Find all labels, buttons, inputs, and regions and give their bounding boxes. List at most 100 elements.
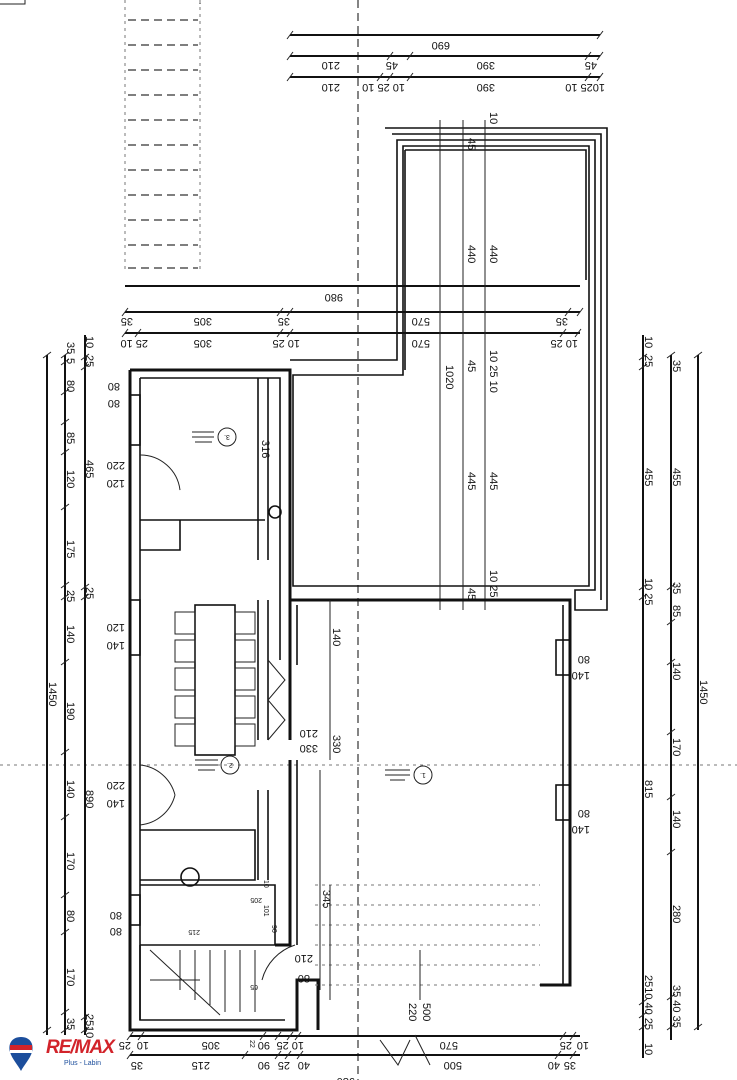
dim-label: 85 xyxy=(670,605,682,617)
dim-label: 10 xyxy=(262,880,269,888)
dim-label: 140 xyxy=(330,628,342,646)
dim-label: 455 xyxy=(642,468,654,486)
dim-label: 215 xyxy=(188,928,200,935)
dim-label: 500 xyxy=(420,1003,432,1021)
dim-label: 305 xyxy=(194,337,212,349)
dim-label: 25 xyxy=(83,355,95,367)
dim-label: 1025 10 xyxy=(565,81,605,93)
dim-label: 220 xyxy=(406,1003,418,1021)
left-dimension-chains xyxy=(42,335,90,1035)
dim-label: 220 xyxy=(107,459,125,471)
dim-label: 445 xyxy=(465,472,477,490)
dim-label: 80 xyxy=(578,653,590,665)
dim-label: 570 xyxy=(412,315,430,327)
dim-label: 45 xyxy=(386,59,398,71)
dim-label: 35 xyxy=(64,342,76,354)
dim-label: 35 xyxy=(670,360,682,372)
dim-label: 190 xyxy=(64,702,76,720)
dim-label: 10 25 xyxy=(550,337,578,349)
dim-label: 465 xyxy=(83,460,95,478)
dim-label: 120 xyxy=(107,621,125,633)
room-number: 3. xyxy=(224,433,230,440)
frame-corner xyxy=(0,0,26,5)
dim-right-total: 1450 xyxy=(697,680,709,704)
mid-dimension-chains xyxy=(121,285,584,338)
dim-label: 570 xyxy=(412,337,430,349)
dim-top-total: 690 xyxy=(432,39,450,51)
dim-label: 120 xyxy=(64,470,76,488)
dim-label: 80 xyxy=(64,380,76,392)
dim-label: 215 xyxy=(192,1059,210,1071)
dim-label: 316 xyxy=(259,440,271,458)
north-arrow xyxy=(379,1034,431,1066)
dim-label: 25 xyxy=(64,590,76,602)
window xyxy=(555,784,571,821)
dim-label: 140 xyxy=(670,662,682,680)
dim-label: 815 xyxy=(642,780,654,798)
dim-label: 10 xyxy=(577,1039,589,1051)
dim-label: 45 xyxy=(585,59,597,71)
dim-label: 80 xyxy=(108,397,120,409)
appliance xyxy=(180,867,200,887)
dim-label: 440 xyxy=(465,245,477,263)
window xyxy=(555,639,571,676)
room-number: 1. xyxy=(420,771,426,778)
dim-label: 305 xyxy=(202,1039,220,1051)
dim-label: 35 xyxy=(121,315,133,327)
dim-label: 35 xyxy=(278,315,290,327)
folding-door xyxy=(267,659,286,741)
dim-label: 170 xyxy=(64,852,76,870)
dim-label: 35 xyxy=(556,315,568,327)
upper-structure-walls xyxy=(290,127,608,611)
pool-dim-lines xyxy=(439,120,486,610)
dim-label: 120 xyxy=(107,477,125,489)
dim-label: 25 xyxy=(278,1059,290,1071)
dim-label: 890 xyxy=(83,790,95,808)
dim-label: 10 25 xyxy=(642,578,654,606)
dim-label: 35 xyxy=(64,1018,76,1030)
dim-bottom-total: 980 xyxy=(337,1075,355,1080)
dim-label: 90 xyxy=(258,1039,270,1051)
dim-label: 25 xyxy=(560,1039,572,1051)
remax-logo: RE/MAX Plus - Labin xyxy=(6,1035,115,1075)
dim-label: 10 25 xyxy=(272,337,300,349)
dim-label: 440 xyxy=(487,245,499,263)
garage-walls xyxy=(275,598,572,1000)
dim-label: 330 xyxy=(300,742,318,754)
column xyxy=(268,505,282,519)
dim-label: 90 xyxy=(270,925,277,933)
dim-label: 390 xyxy=(477,59,495,71)
right-dimension-chains xyxy=(638,335,703,1058)
dim-label: 40 xyxy=(298,1059,310,1071)
dim-label: 220 xyxy=(107,779,125,791)
dim-label: 210 xyxy=(295,952,313,964)
dim-label: 1020 xyxy=(443,365,455,389)
dim-label: 390 xyxy=(477,81,495,93)
window xyxy=(129,894,141,926)
dim-label: 25 xyxy=(119,1039,131,1051)
dim-label: 10 xyxy=(642,336,654,348)
terrace-hatch xyxy=(124,0,201,270)
dim-label: 80 xyxy=(108,380,120,392)
dim-label: 305 xyxy=(194,315,212,327)
balloon-icon xyxy=(9,1037,33,1071)
dim-label: 10 xyxy=(642,1043,654,1055)
dim-label: 330 xyxy=(330,735,342,753)
dim-label: 140 xyxy=(572,669,590,681)
dim-label: 45 xyxy=(465,588,477,600)
dim-label: 40 xyxy=(548,1059,560,1071)
dim-label: 10 25 xyxy=(487,570,499,598)
dim-label: 140 xyxy=(107,639,125,651)
dim-label: 570 xyxy=(440,1039,458,1051)
dim-label: 10 xyxy=(83,336,95,348)
house-walls xyxy=(128,368,320,1032)
dim-label: 10 xyxy=(83,1026,95,1038)
room-1: 1. xyxy=(385,765,433,785)
dim-mid-total: 980 xyxy=(325,291,343,303)
dining-table xyxy=(174,604,256,756)
dim-label: 280 xyxy=(670,905,682,923)
dim-label: 80 xyxy=(298,972,310,984)
dim-label: 140 xyxy=(670,810,682,828)
dim-label: 205 xyxy=(250,896,262,903)
